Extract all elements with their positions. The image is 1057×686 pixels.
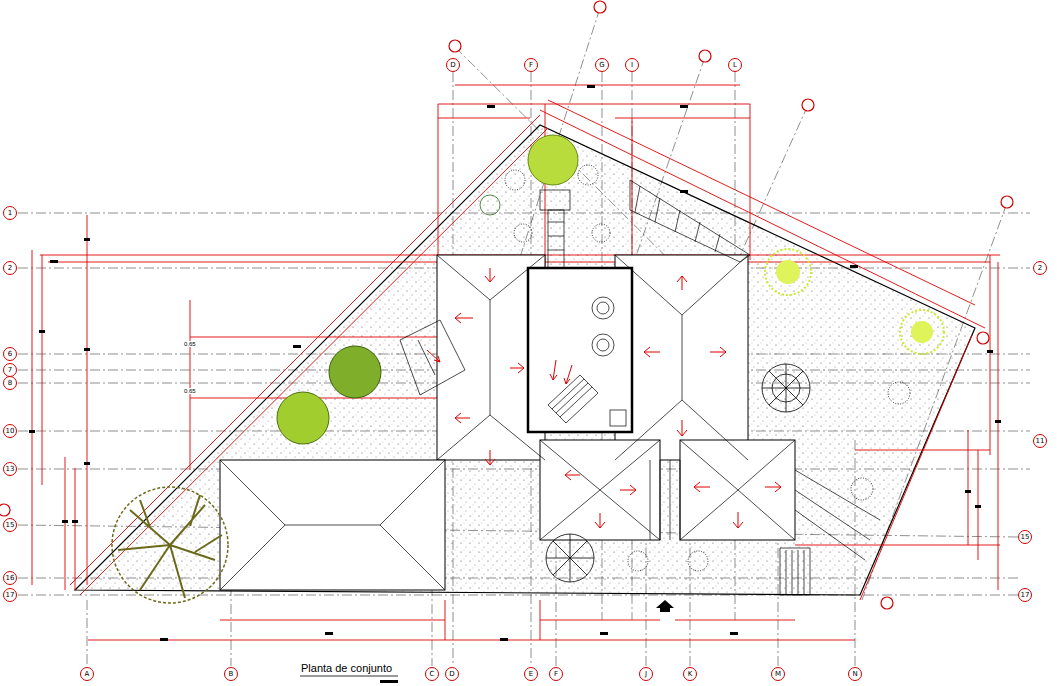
grid-label: 2 [8,265,12,272]
grid-bubble: 7 [3,363,17,377]
grid-bubble: 10 [3,424,17,438]
grid-bubble: N [848,667,862,681]
grid-label: G [599,62,604,69]
grid-label: 13 [6,466,15,473]
grid-label: J [645,671,647,678]
grid-label: 6 [8,351,12,358]
grid-label: 2 [1038,265,1042,272]
grid-label: 7 [8,367,12,374]
grid-bubble: 15 [3,518,17,532]
grid-bubble: A [80,667,94,681]
grid-bubble: M [771,667,785,681]
grid-label: 1 [8,210,12,217]
grid-label: E [529,671,533,678]
grid-label: C [430,671,435,678]
grid-bubble: 17 [3,588,17,602]
grid-label: D [450,62,455,69]
grid-label: 16 [6,575,15,582]
drawing-caption: Planta de conjunto [300,662,393,674]
grid-label: 8 [8,380,12,387]
grid-label: D [449,671,454,678]
dimension-text: 0.65 [183,341,197,347]
grid-label: B [229,671,234,678]
grid-bubble: L [728,58,742,72]
grid-bubble: G [595,58,609,72]
grid-bubble: F [524,58,538,72]
grid-bubble: 2 [1033,261,1047,275]
grid-label: 11 [1036,438,1045,445]
grid-bubble: D [446,58,460,72]
dimension-text: 0.65 [183,388,197,394]
grid-bubble: 8 [3,376,17,390]
grid-bubble: C [425,667,439,681]
grid-label: I [631,62,633,69]
grid-bubble: K [683,667,697,681]
grid-label: 15 [6,522,15,529]
grid-bubble: 2 [3,261,17,275]
grid-bubble: I [625,58,639,72]
grid-bubble: 1 [3,206,17,220]
grid-bubble: D [445,667,459,681]
grid-bubble: 13 [3,462,17,476]
grid-label: N [852,671,857,678]
grid-label: 17 [6,592,15,599]
grid-bubble: B [224,667,238,681]
grid-bubble: J [639,667,653,681]
grid-bubble: 6 [3,347,17,361]
grid-label: L [733,62,737,69]
grid-label: M [775,671,781,678]
grid-label: 17 [1021,592,1030,599]
grid-bubble: 17 [1018,588,1032,602]
grid-label: 10 [6,428,15,435]
grid-label: 15 [1021,534,1030,541]
grid-bubble: 11 [1033,434,1047,448]
grid-bubble: F [549,667,563,681]
grid-label: F [554,671,558,678]
grid-label: F [529,62,533,69]
grid-label: A [85,671,90,678]
grid-bubble: E [524,667,538,681]
grid-bubble: 16 [3,571,17,585]
grid-label: K [688,671,693,678]
grid-bubble: 15 [1018,530,1032,544]
